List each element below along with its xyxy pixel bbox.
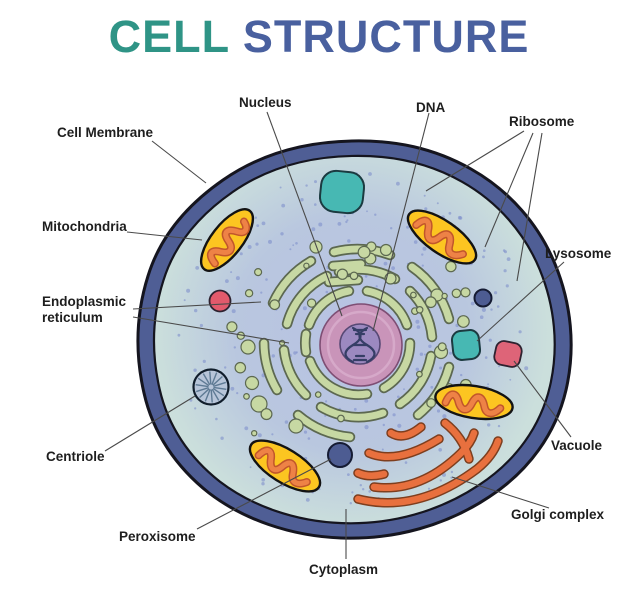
nucleus-inner-ring bbox=[326, 310, 396, 380]
lysosome-shape bbox=[450, 329, 482, 361]
label-peroxisome: Peroxisome bbox=[119, 529, 196, 544]
leader-er-1 bbox=[132, 301, 262, 310]
mitochondrion-top-right bbox=[406, 209, 478, 265]
label-vacuole: Vacuole bbox=[551, 438, 603, 453]
vesicle-red bbox=[208, 289, 232, 313]
ribosome-dots bbox=[226, 240, 472, 437]
mitochondrion-bottom-left bbox=[248, 439, 322, 493]
centriole-shape bbox=[192, 368, 230, 406]
leader-vacuole bbox=[513, 360, 572, 438]
leader-mitochondria bbox=[126, 231, 203, 241]
label-cell-membrane: Cell Membrane bbox=[57, 125, 154, 140]
label-golgi-complex: Golgi complex bbox=[511, 507, 605, 522]
peroxisome-shape bbox=[327, 442, 353, 468]
leader-golgi bbox=[451, 476, 550, 509]
leader-lines bbox=[104, 111, 572, 559]
leader-ribosome-2 bbox=[484, 132, 534, 248]
label-lysosome: Lysosome bbox=[545, 246, 612, 261]
title-word-structure: STRUCTURE bbox=[242, 11, 530, 62]
leader-cell-membrane bbox=[151, 140, 207, 184]
title-word-cell: CELL bbox=[108, 11, 230, 62]
golgi-complex-arcs bbox=[354, 419, 502, 506]
mitochondrion-right bbox=[434, 383, 514, 421]
leader-peroxisome bbox=[196, 458, 332, 530]
leader-centriole bbox=[104, 395, 196, 452]
label-cytoplasm: Cytoplasm bbox=[309, 562, 379, 577]
label-endoplasmic-reticulum: Endoplasmic reticulum bbox=[42, 294, 127, 325]
vesicle-navy bbox=[473, 288, 493, 308]
label-centriole: Centriole bbox=[46, 449, 105, 464]
dna-helix bbox=[344, 326, 376, 364]
mitochondrion-top-left bbox=[199, 208, 255, 272]
label-dna: DNA bbox=[416, 100, 446, 115]
vesicle-top-teal bbox=[318, 169, 366, 215]
leader-ribosome-3 bbox=[516, 132, 543, 282]
leader-lysosome bbox=[476, 261, 565, 342]
vacuole-shape bbox=[493, 340, 523, 368]
leader-dna bbox=[372, 112, 430, 332]
label-mitochondria: Mitochondria bbox=[42, 219, 127, 234]
leader-ribosome-1 bbox=[425, 130, 525, 192]
leader-nucleus bbox=[266, 111, 343, 317]
page-title: CELL STRUCTURE bbox=[0, 14, 638, 59]
label-ribosome: Ribosome bbox=[509, 114, 575, 129]
leader-er-2 bbox=[132, 316, 290, 344]
label-nucleus: Nucleus bbox=[239, 95, 292, 110]
